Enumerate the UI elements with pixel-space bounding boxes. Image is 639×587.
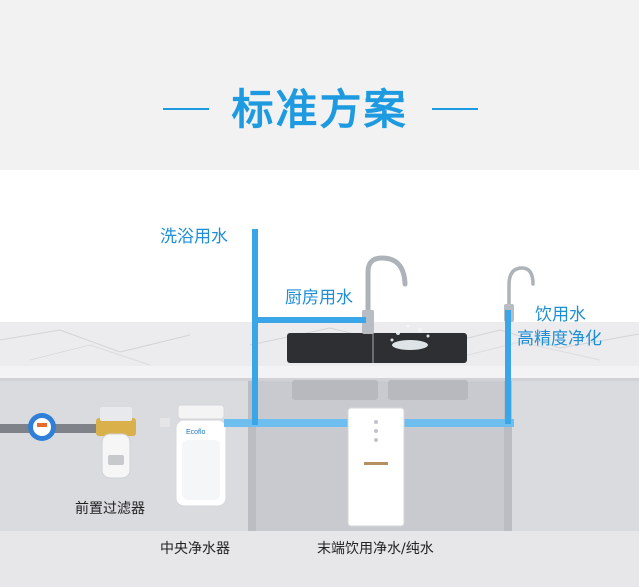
sink [287,333,467,363]
header-band: 标准方案 [0,0,639,170]
label-kitchen-water: 厨房用水 [285,288,353,308]
pre-filter-device [96,418,136,436]
label-drinking-water: 饮用水 [535,305,586,325]
title-right-dash [432,108,478,110]
label-bath-water: 洗浴用水 [160,227,228,247]
drinking-line [505,310,511,424]
kitchen-faucet [365,255,408,333]
kitchen-line [256,317,366,323]
label-central-purifier: 中央净水器 [160,541,230,557]
page-title: 标准方案 [231,85,408,134]
label-end-purifier: 末端饮用净水/纯水 [317,541,434,557]
svg-text:Ecoflo: Ecoflo [186,429,206,436]
drinking-faucet [507,266,535,322]
countertop-edge [0,366,639,380]
end-purifier-device [347,407,405,527]
label-pre-filter: 前置过滤器 [75,501,145,517]
label-high-precision: 高精度净化 [517,329,602,349]
kitchen-scene: Ecoflo 洗浴用水 厨房用水 饮用水 高精度净化 前置过滤器 中央净水器 末… [0,170,639,587]
title-left-dash [163,108,209,110]
bath-line [252,229,258,425]
kitchen-illustration: Ecoflo [0,229,639,587]
